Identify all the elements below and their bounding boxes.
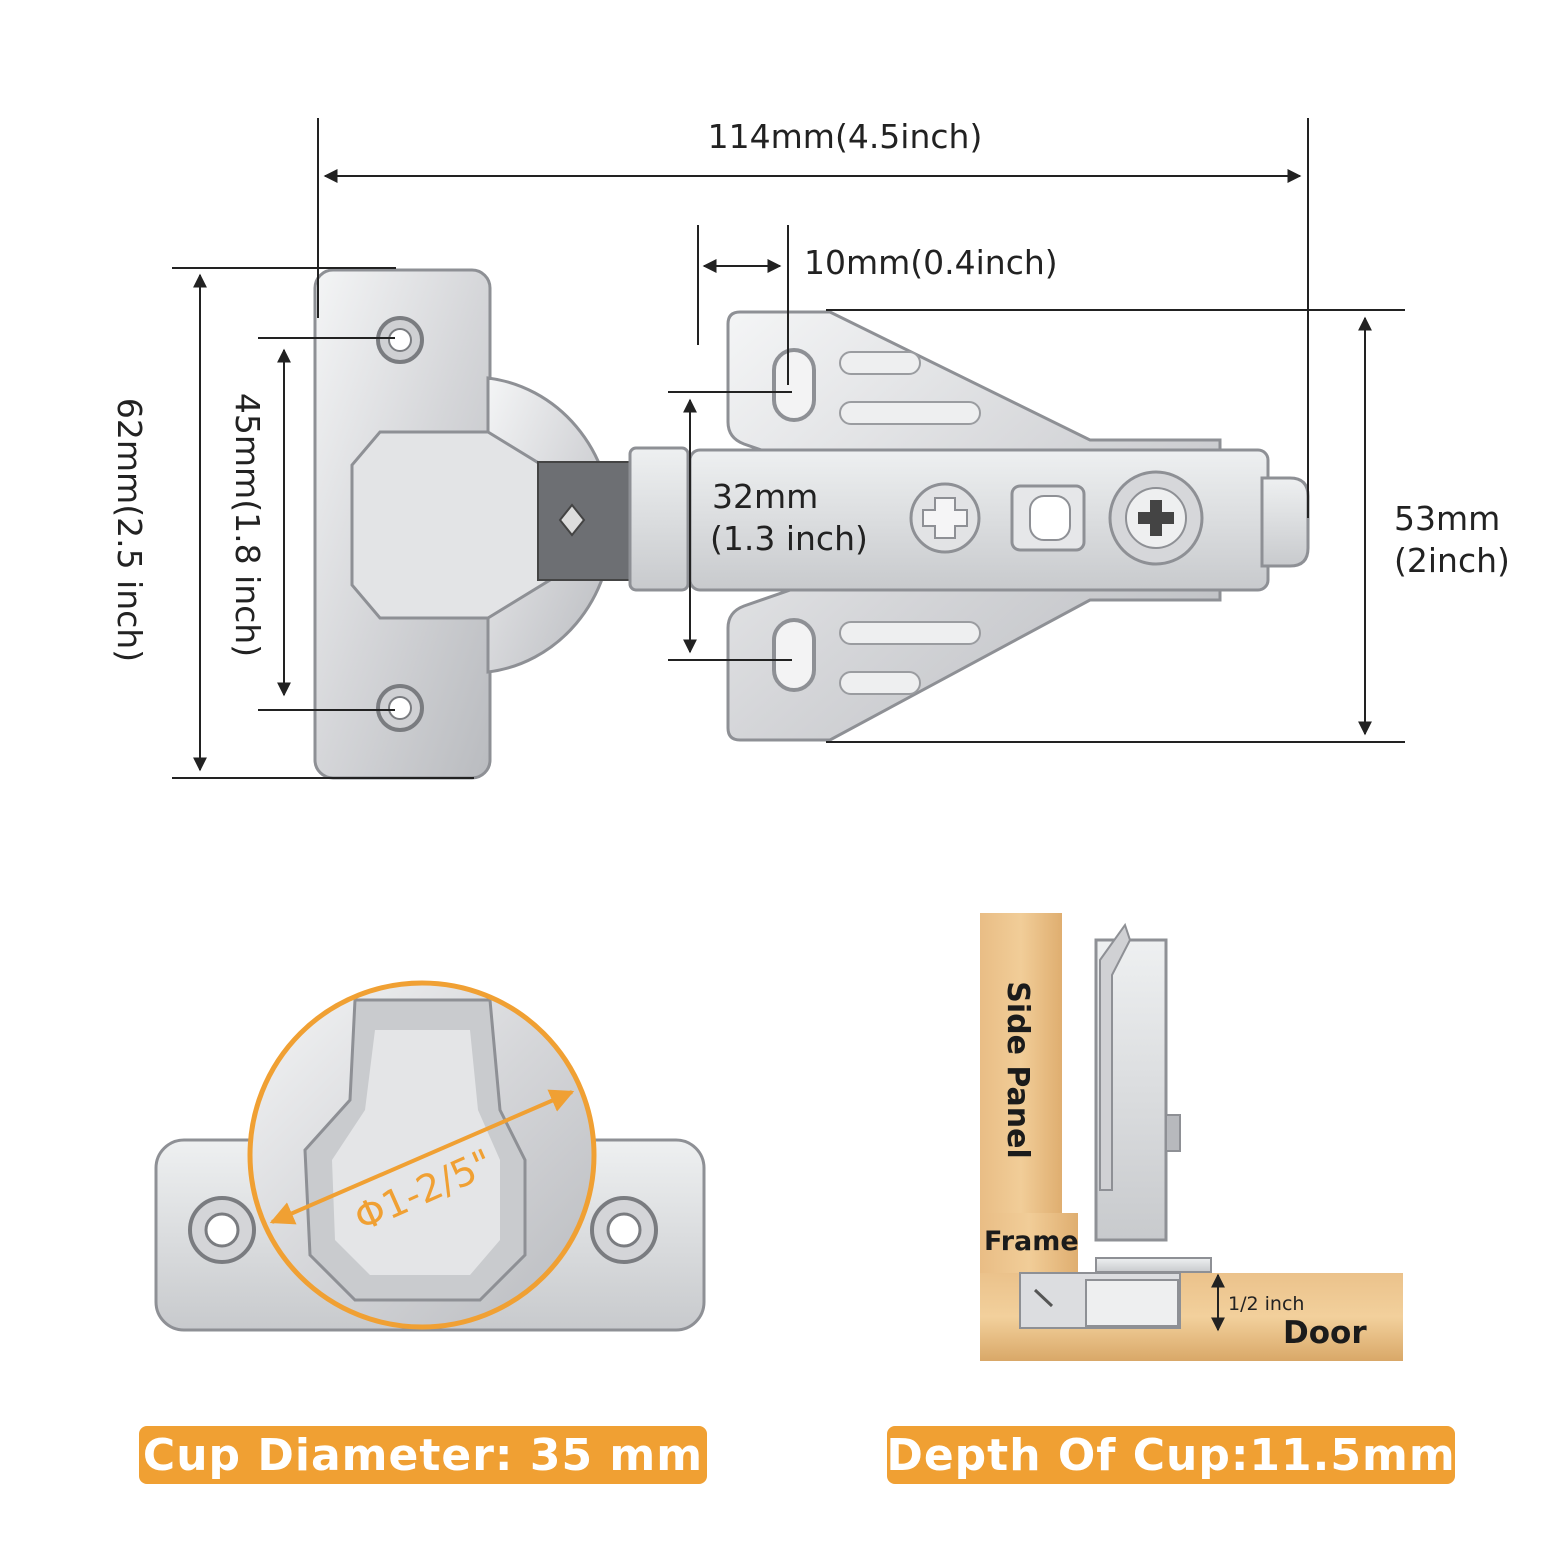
hole-spacing-label: 45mm(1.8 inch) <box>228 393 267 657</box>
cup-depth-badge-text: Depth Of Cup:11.5mm <box>886 1430 1455 1481</box>
installation-view: Side Panel Frame 1/2 inch Door <box>980 913 1403 1361</box>
side-panel-label: Side Panel <box>1000 981 1035 1159</box>
cup-closeup: Φ1-2/5" <box>154 980 706 1332</box>
mount-screw-icon <box>1108 470 1204 566</box>
plate-height-label: 62mm(2.5 inch) <box>110 398 149 662</box>
cup-hole-right-icon <box>590 1196 658 1264</box>
frame-label: Frame <box>984 1226 1079 1257</box>
adjust-screw-icon <box>909 482 981 554</box>
side-panel-wood <box>980 913 1062 1213</box>
slot-bottom <box>772 618 816 692</box>
dimension-lines <box>172 118 1405 779</box>
slot-top <box>772 348 816 422</box>
slot-offset-label: 10mm(0.4inch) <box>804 243 1058 282</box>
cup-diameter-circle <box>247 980 597 1330</box>
arm-height-line1: 53mm <box>1394 499 1500 538</box>
hinge-knuckle <box>537 461 639 581</box>
top-hinge-drawing <box>313 268 1310 780</box>
cup-hole-left-icon <box>188 1196 256 1264</box>
cup-recess <box>350 430 552 620</box>
cup-diameter-badge-text: Cup Diameter: 35 mm <box>143 1430 703 1481</box>
arm-hole-spacing-line2: (1.3 inch) <box>710 519 868 558</box>
arm-height-line2: (2inch) <box>1394 541 1510 580</box>
overall-length-label: 114mm(4.5inch) <box>708 117 983 156</box>
cup-diameter-badge: Cup Diameter: 35 mm <box>139 1426 707 1484</box>
frame-wood <box>980 1213 1078 1273</box>
cup-depth-badge: Depth Of Cup:11.5mm <box>886 1426 1455 1484</box>
arm-hole-spacing-line1: 32mm <box>712 477 818 516</box>
door-label: Door <box>1283 1315 1367 1351</box>
depth-marker-label: 1/2 inch <box>1228 1293 1304 1315</box>
cup-diameter-arrow <box>269 1089 575 1225</box>
